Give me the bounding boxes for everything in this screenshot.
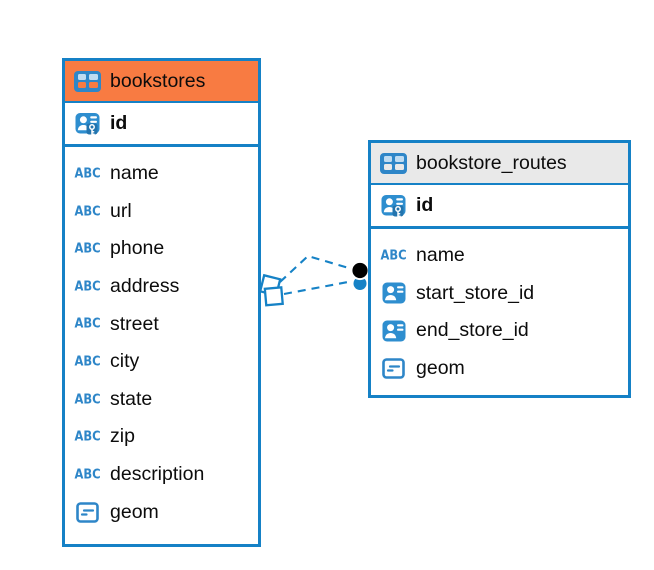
entity-header[interactable]: bookstore_routes	[371, 143, 628, 185]
primary-key-icon	[74, 111, 101, 137]
column-row[interactable]: ABC address	[65, 268, 258, 306]
column-label: zip	[110, 425, 135, 448]
column-row[interactable]: ABC state	[65, 381, 258, 419]
relationship-target-marker-gap	[350, 260, 370, 281]
column-label: state	[110, 387, 153, 410]
text-type-icon: ABC	[74, 277, 101, 294]
primary-key-row[interactable]: id	[65, 103, 258, 147]
primary-key-icon	[380, 193, 407, 219]
column-row[interactable]: ABC city	[65, 343, 258, 381]
column-label: name	[110, 162, 159, 185]
column-label: description	[110, 463, 205, 486]
column-row[interactable]: start_store_id	[371, 275, 628, 313]
relationship-source-marker[interactable]	[258, 273, 282, 297]
table-name: bookstore_routes	[416, 151, 567, 174]
column-row[interactable]: ABC url	[65, 193, 258, 231]
column-row[interactable]: ABC street	[65, 305, 258, 343]
relationship-target-marker[interactable]	[353, 277, 367, 290]
column-label: address	[110, 275, 180, 298]
primary-key-row[interactable]: id	[371, 185, 628, 229]
column-label: city	[110, 350, 140, 373]
column-label: street	[110, 312, 159, 335]
geometry-type-icon	[74, 501, 101, 524]
relationship-source-marker[interactable]	[263, 286, 284, 307]
text-type-icon: ABC	[74, 465, 101, 482]
column-row[interactable]: ABC description	[65, 456, 258, 494]
table-icon	[74, 70, 101, 92]
text-type-icon: ABC	[74, 390, 101, 407]
table-name: bookstores	[110, 69, 206, 92]
text-type-icon: ABC	[74, 164, 101, 181]
column-row[interactable]: end_store_id	[371, 312, 628, 350]
column-label: start_store_id	[416, 281, 535, 304]
column-label: geom	[110, 500, 159, 523]
column-list: ABC name start_store_id end_store_id geom	[371, 229, 628, 387]
column-row[interactable]: ABC zip	[65, 418, 258, 456]
foreign-key-icon	[380, 281, 407, 305]
foreign-key-icon	[380, 319, 407, 343]
column-row[interactable]: ABC phone	[65, 230, 258, 268]
relationship-target-marker[interactable]	[352, 262, 368, 279]
text-type-icon: ABC	[74, 315, 101, 332]
column-label: phone	[110, 237, 165, 260]
column-label: name	[416, 244, 465, 267]
primary-key-label: id	[416, 194, 434, 216]
column-label: end_store_id	[416, 319, 529, 342]
column-label: geom	[416, 357, 465, 380]
entity-header[interactable]: bookstores	[65, 61, 258, 103]
relationship-line[interactable]	[279, 254, 353, 283]
entity-bookstore-routes[interactable]: bookstore_routes id ABC name	[368, 140, 631, 398]
column-row[interactable]: ABC name	[65, 155, 258, 193]
table-icon	[380, 152, 407, 174]
column-row[interactable]: ABC name	[371, 237, 628, 275]
text-type-icon: ABC	[74, 428, 101, 445]
column-row[interactable]: geom	[371, 350, 628, 388]
column-row[interactable]: geom	[65, 493, 258, 531]
primary-key-label: id	[110, 112, 128, 134]
text-type-icon: ABC	[74, 202, 101, 219]
geometry-type-icon	[380, 357, 407, 380]
text-type-icon: ABC	[74, 240, 101, 257]
text-type-icon: ABC	[74, 352, 101, 369]
text-type-icon: ABC	[380, 246, 407, 263]
relationship-line[interactable]	[283, 280, 349, 296]
column-label: url	[110, 199, 132, 222]
